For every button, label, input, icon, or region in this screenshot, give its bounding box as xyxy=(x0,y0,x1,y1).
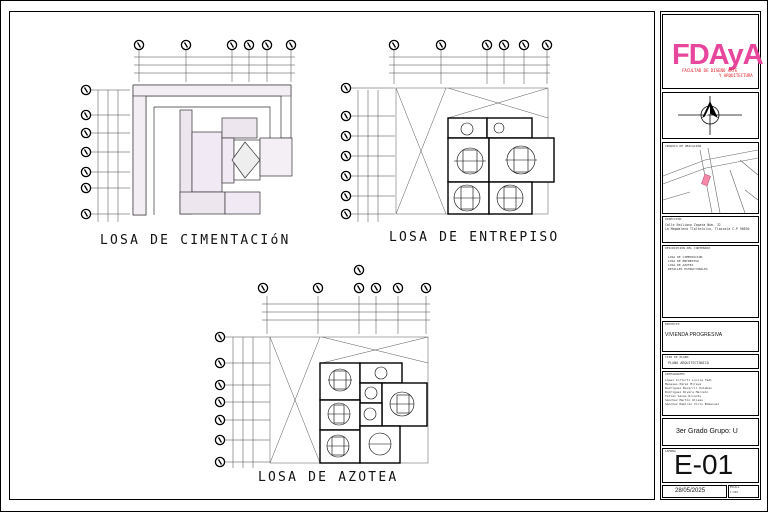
grid-axis-bubble-mark xyxy=(343,113,349,119)
plan-cimentacion xyxy=(90,49,295,222)
address-line2: La Magdalena Tlaltelulco, Tlaxcala C.P 9… xyxy=(665,227,750,231)
grid-axis-bubble-mark xyxy=(83,87,89,93)
grid-axis-bubble-mark xyxy=(343,153,349,159)
team-member: Sánchez Ramírez Vicio Emmanuel xyxy=(665,402,720,406)
grid-axis-bubble-mark xyxy=(217,459,223,465)
grid-axis-bubble-mark xyxy=(83,169,89,175)
contents-item: LOSA DE AZOTEA xyxy=(668,263,694,267)
plan-title-cimentacion: LOSA DE CIMENTACIóN xyxy=(100,233,291,248)
sheet-label: LÁMINA xyxy=(665,449,676,453)
grid-axis-bubble-mark xyxy=(246,42,252,48)
svg-text:Y ARQUITECTURA: Y ARQUITECTURA xyxy=(719,73,753,78)
grid-axis-bubble-mark xyxy=(136,42,142,48)
grid-axis-bubble-mark xyxy=(521,42,527,48)
grid-axis-bubble-mark xyxy=(343,211,349,217)
grid-axis-bubbles xyxy=(80,39,553,468)
grid-axis-bubble-mark xyxy=(373,285,379,291)
svg-text:FDAyA: FDAyA xyxy=(672,39,764,71)
grid-axis-bubble-mark xyxy=(260,285,266,291)
sheet-number: E-01 xyxy=(674,449,734,480)
scale-label: ESCALA xyxy=(730,486,740,489)
grid-axis-bubble-mark xyxy=(356,285,362,291)
grid-axis-bubble-mark xyxy=(356,267,362,273)
plan-azotea xyxy=(225,296,430,468)
svg-text:FACULTAD DE DISEÑO ARTE: FACULTAD DE DISEÑO ARTE xyxy=(682,68,738,73)
grid-axis-bubble-mark xyxy=(217,360,223,366)
title-block-frame xyxy=(660,11,761,500)
team-member: Tellez Salas Ricardo xyxy=(665,394,702,398)
project-name: VIVIENDA PROGRESIVA xyxy=(665,332,723,338)
grid-axis-bubble-mark xyxy=(83,112,89,118)
address-line1: Calle Emiliano Zapata Núm. 32 xyxy=(665,223,721,227)
grid-axis-bubble-mark xyxy=(288,42,294,48)
grid-axis-bubble-mark xyxy=(343,133,349,139)
team-member: López Cortorti Lucila Yaël xyxy=(665,378,712,382)
address-label: DIRECCIÓN xyxy=(665,217,682,221)
grade-group: 3er Grado Grupo: U xyxy=(676,428,738,435)
location-map xyxy=(662,147,759,214)
grid-axis-bubble-mark xyxy=(264,42,270,48)
contents-label: DESCRIPCIÓN DEL CONTENIDO xyxy=(665,246,711,250)
scale-value: 1:100 xyxy=(730,491,738,494)
grid-axis-bubble-mark xyxy=(438,42,444,48)
grid-axis-bubble-mark xyxy=(395,285,401,291)
team-member: Sánchez Martín Ulises xyxy=(665,398,703,402)
grid-axis-bubble-mark xyxy=(343,85,349,91)
plan-type: PLANO ARQUITECTÓNICO xyxy=(668,361,709,365)
team-member: Rodríguez Becerril Esteban xyxy=(665,386,712,390)
project-label: PROYECTO xyxy=(665,322,680,326)
grid-axis-bubble-mark xyxy=(83,185,89,191)
grid-axis-bubble-mark xyxy=(229,42,235,48)
drawing-frame xyxy=(9,11,655,500)
team-member: Rodríguez Rivera Marcelo xyxy=(665,390,709,394)
grid-axis-bubble-mark xyxy=(391,42,397,48)
contents-item: DETALLES ESTRUCTURALES xyxy=(668,267,708,271)
plan-title-entrepiso: LOSA DE ENTREPISO xyxy=(389,230,560,245)
plan-type-label: TIPO DE PLANO xyxy=(665,355,689,359)
grid-axis-bubble-mark xyxy=(83,149,89,155)
plan-title-azotea: LOSA DE AZOTEA xyxy=(258,470,399,485)
grid-axis-bubble-mark xyxy=(501,42,507,48)
plan-entrepiso xyxy=(350,49,555,222)
team-label: INTEGRANTES xyxy=(665,372,685,376)
school-logo: FDAyA FACULTAD DE DISEÑO ARTE Y ARQUITEC… xyxy=(663,15,765,88)
grid-axis-bubble-mark xyxy=(423,285,429,291)
contents-item: LOSA DE CIMENTACIÓN xyxy=(668,255,703,259)
grid-axis-bubble-mark xyxy=(83,211,89,217)
grid-axis-bubble-mark xyxy=(217,334,223,340)
grid-axis-bubble-mark xyxy=(343,193,349,199)
grid-axis-bubble-mark xyxy=(484,42,490,48)
date: 28/05/2025 xyxy=(675,488,706,494)
north-arrow-icon xyxy=(678,96,742,135)
team-member: Meneses Pérez Mireya xyxy=(665,382,702,386)
location-label: CROQUIS DE UBICACIÓN xyxy=(665,144,702,148)
grid-axis-bubble-mark xyxy=(217,399,223,405)
grid-axis-bubble-mark xyxy=(83,130,89,136)
grid-axis-bubble-mark xyxy=(217,417,223,423)
grid-axis-bubble-mark xyxy=(343,173,349,179)
grid-axis-bubble-mark xyxy=(315,285,321,291)
grid-axis-bubble-mark xyxy=(217,382,223,388)
grid-axis-bubble-mark xyxy=(217,437,223,443)
contents-item: LOSA DE ENTREPISO xyxy=(668,259,699,263)
grid-axis-bubble-mark xyxy=(183,42,189,48)
grid-axis-bubble-mark xyxy=(544,42,550,48)
